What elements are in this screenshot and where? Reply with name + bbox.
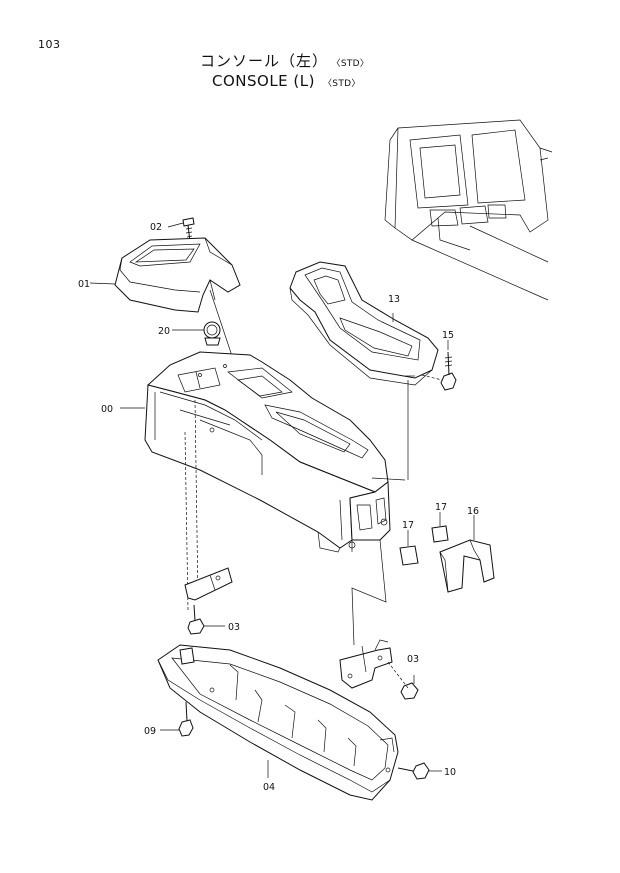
part-13-armrest-cover [289, 261, 439, 480]
label-part-15: 15 [442, 330, 454, 341]
label-part-01: 01 [78, 279, 90, 290]
label-part-03-left: 03 [228, 622, 240, 633]
part-09-screw [160, 701, 194, 737]
mounting-bracket-right [339, 639, 409, 689]
variant-label-en: 〈STD〉 [323, 79, 361, 89]
part-20-clamp [172, 321, 221, 346]
part-00-console-body [120, 351, 391, 553]
part-15-bolt [421, 340, 457, 391]
assembly-line-center [194, 399, 199, 601]
label-part-03-right: 03 [407, 654, 419, 665]
part-04-bottom-tray [157, 644, 399, 801]
part-17-pad-right [431, 512, 449, 543]
label-part-16: 16 [467, 506, 479, 517]
label-part-02: 02 [150, 222, 162, 233]
page-title-japanese: コンソール（左） 〈STD〉 [200, 50, 369, 71]
label-part-10: 10 [444, 767, 456, 778]
part-01-top-cover [89, 237, 241, 313]
title-english-text: CONSOLE (L) [212, 72, 315, 90]
part-17-pad-left [399, 530, 419, 566]
page-title-english: CONSOLE (L) 〈STD〉 [212, 72, 361, 90]
label-part-09: 09 [144, 726, 156, 737]
part-03-screw-left [187, 604, 225, 635]
label-part-04: 04 [263, 782, 275, 793]
label-part-00: 00 [101, 404, 113, 415]
assembly-line-bracket [351, 539, 387, 646]
title-japanese-text: コンソール（左） [200, 52, 329, 70]
mounting-bracket-left [184, 567, 233, 601]
part-10-bolt [397, 762, 442, 780]
part-16-cushion [439, 515, 495, 593]
label-part-20: 20 [158, 326, 170, 337]
variant-label-jp: 〈STD〉 [336, 59, 370, 69]
page-number: 103 [38, 38, 61, 51]
part-03-bolt-right [400, 675, 419, 700]
assembly-line-13 [371, 477, 406, 481]
label-part-17-right: 17 [435, 502, 447, 513]
label-part-17-left: 17 [402, 520, 414, 531]
cab-reference-sketch [384, 119, 553, 301]
part-02-screw [167, 217, 195, 243]
label-part-13: 13 [388, 294, 400, 305]
